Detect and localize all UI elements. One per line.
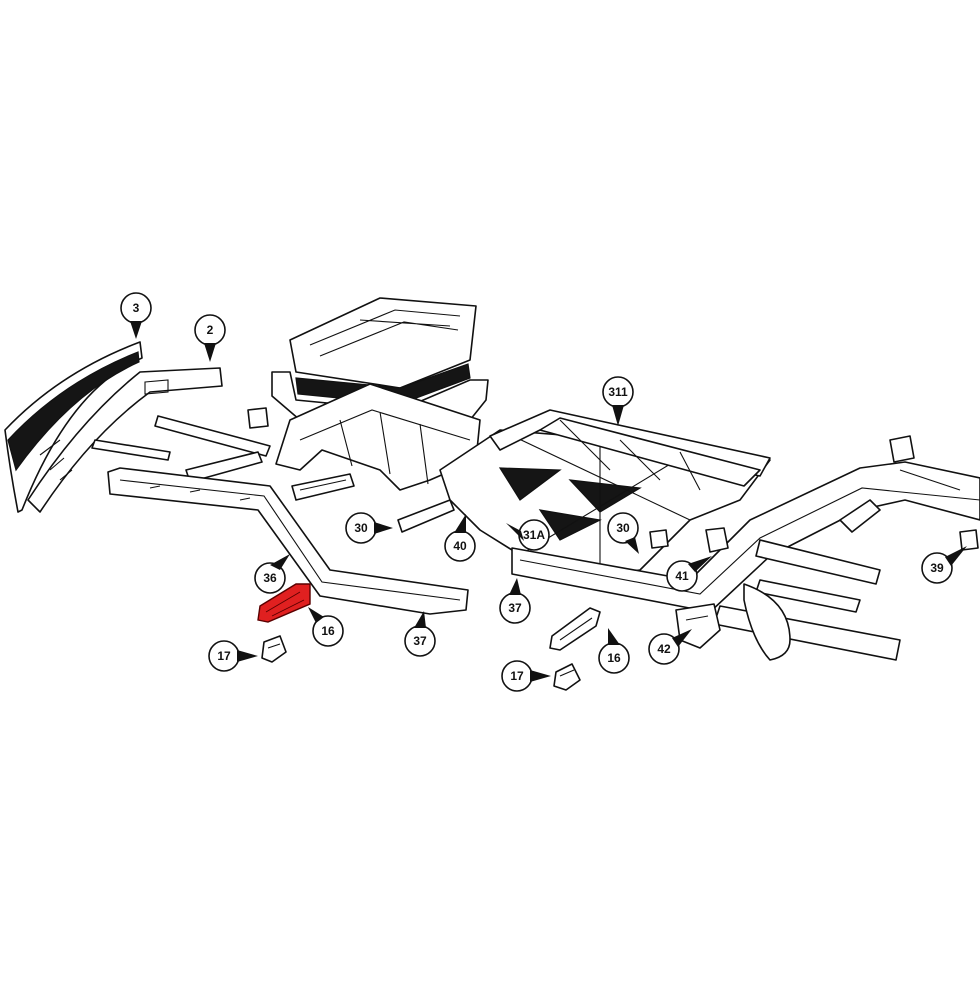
part-16-bracket-right — [549, 607, 601, 651]
rear-rails — [713, 435, 979, 661]
callout-41-label: 41 — [675, 569, 689, 583]
callout-17-right: 17 — [501, 660, 551, 692]
callout-2: 2 — [194, 314, 226, 362]
callout-16-right: 16 — [598, 628, 630, 674]
callout-2-label: 2 — [207, 323, 214, 337]
callout-36-label: 36 — [263, 571, 277, 585]
center-small-parts — [291, 473, 729, 553]
callout-39-label: 39 — [930, 561, 944, 575]
callout-37-right-label: 37 — [508, 601, 522, 615]
part-42-bracket — [675, 603, 721, 649]
part-17-bracket-left — [261, 635, 287, 663]
callout-3-label: 3 — [133, 301, 140, 315]
callout-40: 40 — [444, 514, 476, 562]
callout-41: 41 — [666, 556, 712, 592]
callout-17-right-label: 17 — [510, 669, 524, 683]
callout-37-left-label: 37 — [413, 634, 427, 648]
callout-30-left: 30 — [345, 512, 393, 544]
callout-30-right-label: 30 — [616, 521, 630, 535]
callout-17-left: 17 — [208, 640, 258, 672]
callout-311: 311 — [602, 376, 634, 426]
callout-37-right: 37 — [499, 578, 531, 624]
callout-36: 36 — [254, 554, 290, 594]
center-crossmember — [275, 383, 481, 491]
callout-42-label: 42 — [657, 642, 671, 656]
part-37-left-main-rail — [107, 467, 469, 615]
callout-40-label: 40 — [453, 539, 467, 553]
callout-3: 3 — [120, 292, 152, 339]
callout-30-left-label: 30 — [354, 521, 368, 535]
callout-39: 39 — [921, 546, 967, 584]
callout-31a-label: 31A — [523, 528, 545, 542]
left-braces — [91, 407, 271, 483]
callout-16-left: 16 — [308, 607, 344, 647]
callout-37-left: 37 — [404, 611, 436, 657]
part-17-bracket-right — [553, 663, 581, 691]
callout-16-right-label: 16 — [607, 651, 621, 665]
callout-16-left-label: 16 — [321, 624, 335, 638]
part-311-rear-crossframe — [489, 409, 771, 491]
callout-311-label: 311 — [608, 385, 628, 399]
callout-31a: 31A — [506, 519, 550, 551]
callout-42: 42 — [648, 629, 692, 665]
callout-30-right: 30 — [607, 512, 639, 554]
part-2-curved-rail — [27, 367, 223, 513]
part-16-highlighted-bracket — [257, 583, 311, 623]
callout-17-left-label: 17 — [217, 649, 231, 663]
